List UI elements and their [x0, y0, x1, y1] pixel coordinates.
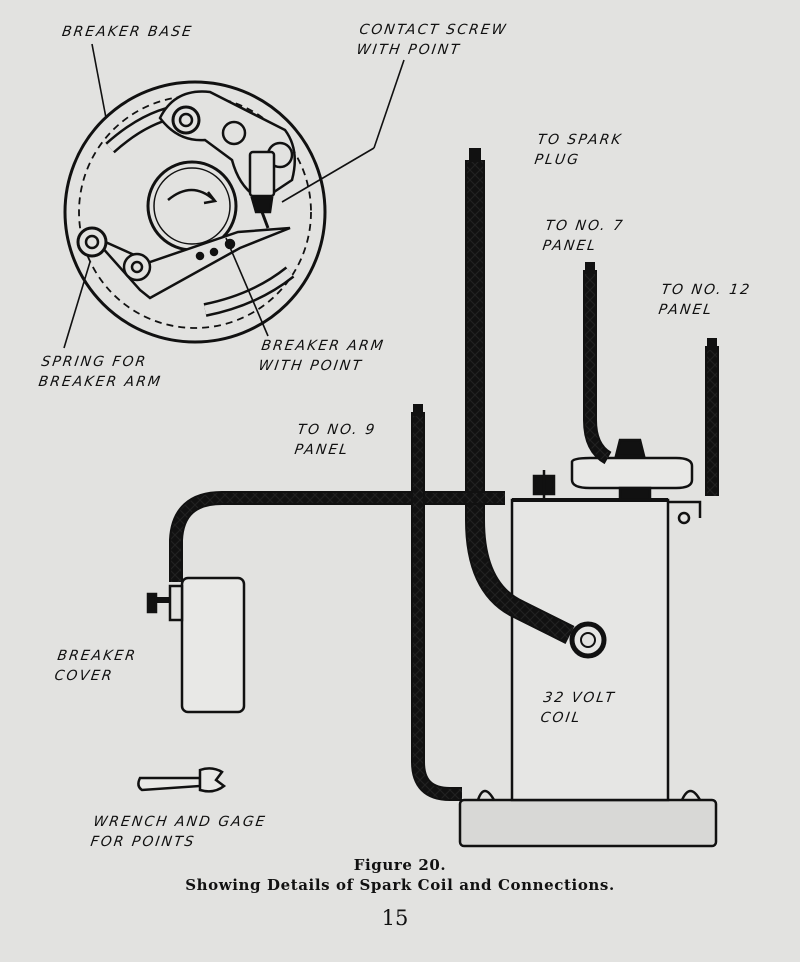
label-to-spark-plug: TO SPARK PLUG — [533, 132, 624, 168]
coil-base — [458, 798, 718, 848]
breaker-cover-part — [146, 576, 246, 714]
coil-unit — [458, 438, 718, 848]
label-breaker-base: BREAKER BASE — [60, 24, 194, 40]
wrench-gage — [137, 767, 227, 793]
breaker-assembly — [63, 80, 327, 344]
rotation-arrow-icon — [167, 188, 215, 201]
no9-cable — [411, 412, 462, 801]
leader-lines — [63, 43, 405, 349]
figure-caption: Showing Details of Spark Coil and Connec… — [185, 876, 615, 894]
label-contact-screw: CONTACT SCREW WITH POINT — [355, 22, 509, 58]
label-wrench-gage: WRENCH AND GAGE FOR POINTS — [89, 814, 268, 850]
coil-cap — [570, 456, 694, 490]
label-breaker-arm: BREAKER ARM WITH POINT — [257, 338, 386, 374]
breaker-base-disc — [63, 80, 327, 344]
label-coil: 32 VOLT COIL — [539, 690, 617, 726]
label-spring-breaker-arm: SPRING FOR BREAKER ARM — [37, 354, 164, 390]
label-to-no7-panel: TO NO. 7 PANEL — [541, 218, 626, 254]
figure-number: Figure 20. — [353, 856, 447, 874]
cables — [169, 148, 719, 801]
label-to-no12-panel: TO NO. 12 PANEL — [657, 282, 753, 318]
breaker-cable — [169, 491, 505, 582]
label-breaker-cover: BREAKER COVER — [53, 648, 139, 684]
ring-terminal — [569, 621, 607, 659]
coil-can — [510, 498, 670, 802]
contact-screw — [248, 150, 276, 198]
label-to-no9-panel: TO NO. 9 PANEL — [293, 422, 378, 458]
page-number: 15 — [381, 906, 409, 930]
